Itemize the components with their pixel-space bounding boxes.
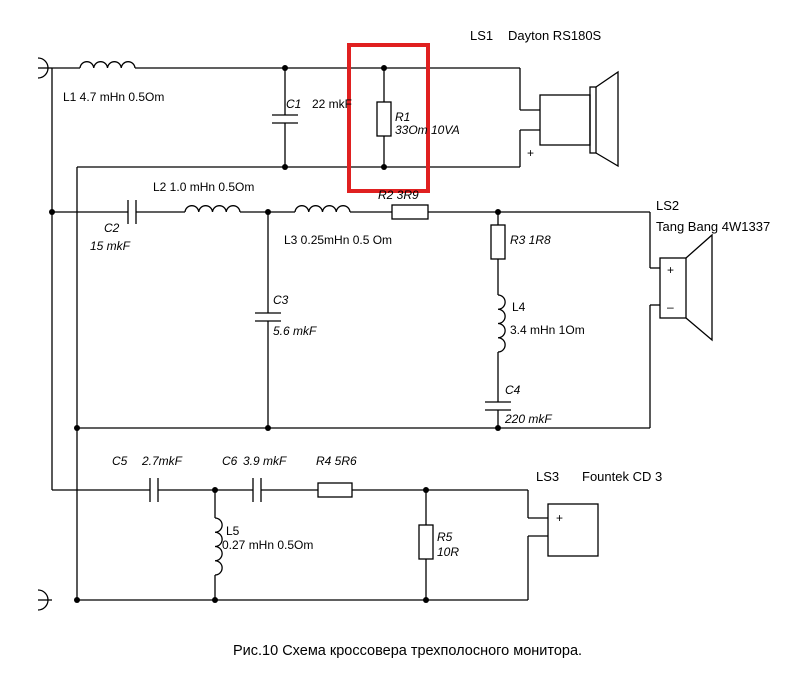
c2-value: 15 mkF — [90, 239, 131, 253]
resistor-r5 — [418, 524, 434, 560]
wiring — [51, 67, 660, 601]
r1-value: 33Om 10VA — [395, 123, 460, 137]
l5-value: 0.27 mHn 0.5Om — [222, 538, 313, 552]
ls3-model: Fountek CD 3 — [582, 469, 662, 484]
inductor-l3 — [294, 205, 351, 213]
ls2-model: Tang Bang 4W1337 — [656, 219, 770, 234]
capacitor-c4 — [485, 401, 511, 411]
ls3-polarity: + — [556, 511, 563, 525]
r1-highlight-box — [347, 43, 430, 193]
speaker-ls1-icon — [539, 70, 619, 168]
l4-ref: L4 — [512, 300, 526, 314]
l1-label: L1 4.7 mHn 0.5Om — [63, 90, 164, 104]
c3-value: 5.6 mkF — [273, 324, 317, 338]
capacitor-c1 — [272, 114, 298, 124]
ls2-ref: LS2 — [656, 198, 679, 213]
resistor-r2 — [391, 204, 429, 220]
ls1-polarity: + — [527, 146, 534, 160]
c4-value: 220 mkF — [504, 412, 552, 426]
ls3-ref: LS3 — [536, 469, 559, 484]
inductor-l1 — [79, 61, 136, 69]
ls2-minus: – — [667, 300, 674, 314]
ls2-plus: + — [667, 263, 674, 277]
speaker-ls3-icon — [547, 503, 599, 557]
l3-label: L3 0.25mHn 0.5 Om — [284, 233, 392, 247]
junctions — [49, 65, 501, 603]
r1-ref: R1 — [395, 110, 410, 124]
capacitor-c6 — [252, 478, 262, 502]
c4-ref: C4 — [505, 383, 521, 397]
c1-ref: C1 — [286, 97, 301, 111]
c6-ref: C6 — [222, 454, 238, 468]
resistor-r4 — [317, 482, 353, 498]
r5-value: 10R — [437, 545, 459, 559]
c1-value: 22 mkF — [312, 97, 352, 111]
c3-ref: C3 — [273, 293, 289, 307]
c5-ref: C5 — [112, 454, 128, 468]
r5-ref: R5 — [437, 530, 453, 544]
capacitor-c5 — [149, 478, 159, 502]
c2-ref: C2 — [104, 221, 120, 235]
l4-value: 3.4 mHn 1Om — [510, 323, 585, 337]
c6-value: 3.9 mkF — [243, 454, 287, 468]
ls1-ref: LS1 — [470, 28, 493, 43]
r4-label: R4 5R6 — [316, 454, 357, 468]
inductor-l5 — [214, 517, 223, 576]
capacitor-c3 — [255, 312, 281, 322]
input-terminal-bottom — [37, 589, 52, 611]
r2-label: R2 3R9 — [378, 188, 419, 202]
ls1-model: Dayton RS180S — [508, 28, 602, 43]
speaker-ls2-icon — [659, 233, 713, 342]
figure-caption: Рис.10 Схема кроссовера трехполосного мо… — [233, 643, 582, 659]
resistor-r1 — [376, 101, 392, 137]
l5-ref: L5 — [226, 524, 240, 538]
inductor-l2 — [184, 205, 241, 213]
inductor-l4 — [497, 294, 506, 353]
c5-value: 2.7mkF — [141, 454, 183, 468]
r3-label: R3 1R8 — [510, 233, 551, 247]
l2-label: L2 1.0 mHn 0.5Om — [153, 180, 254, 194]
capacitor-c2 — [127, 200, 137, 224]
input-terminal-top — [37, 57, 52, 79]
resistor-r3 — [490, 224, 506, 260]
